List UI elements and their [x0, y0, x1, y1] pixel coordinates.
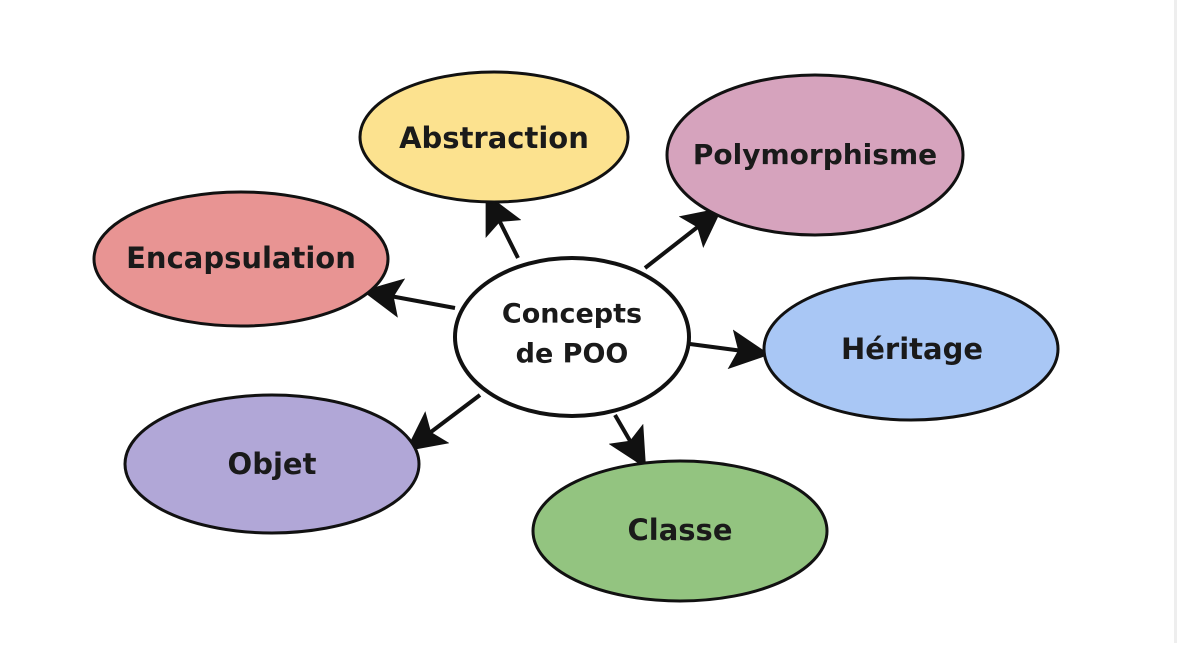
node-classe: Classe — [531, 459, 829, 603]
center-label-line2: de POO — [516, 339, 629, 370]
node-objet-label: Objet — [228, 447, 317, 481]
node-objet: Objet — [123, 393, 421, 535]
right-edge-divider — [1174, 0, 1177, 643]
node-abstraction-shape — [358, 70, 630, 204]
node-objet-shape — [123, 393, 421, 535]
node-heritage-shape — [762, 276, 1060, 422]
node-classe-shape — [531, 459, 829, 603]
arrows — [362, 193, 770, 469]
node-center: Concepts de POO — [453, 256, 691, 418]
node-polymorphisme-label: Polymorphisme — [693, 138, 937, 171]
arrow-to-objet — [405, 393, 482, 452]
node-polymorphisme: Polymorphisme — [665, 73, 965, 237]
node-heritage-label: Héritage — [841, 332, 983, 366]
node-classe-label: Classe — [628, 513, 733, 547]
arrow-to-classe — [608, 413, 647, 469]
arrow-to-abstraction — [485, 193, 522, 259]
node-heritage: Héritage — [762, 276, 1060, 422]
node-abstraction-label: Abstraction — [399, 121, 589, 155]
node-encapsulation: Encapsulation — [92, 190, 390, 328]
node-encapsulation-shape — [92, 190, 390, 328]
node-polymorphisme-shape — [665, 73, 965, 237]
center-label-line1: Concepts — [502, 299, 642, 330]
arrow-to-polymorphisme — [643, 207, 723, 270]
node-encapsulation-label: Encapsulation — [126, 241, 356, 275]
arrow-to-heritage — [689, 329, 770, 370]
node-center-shape — [453, 256, 691, 418]
arrow-to-encapsulation — [362, 278, 456, 318]
node-abstraction: Abstraction — [358, 70, 630, 204]
